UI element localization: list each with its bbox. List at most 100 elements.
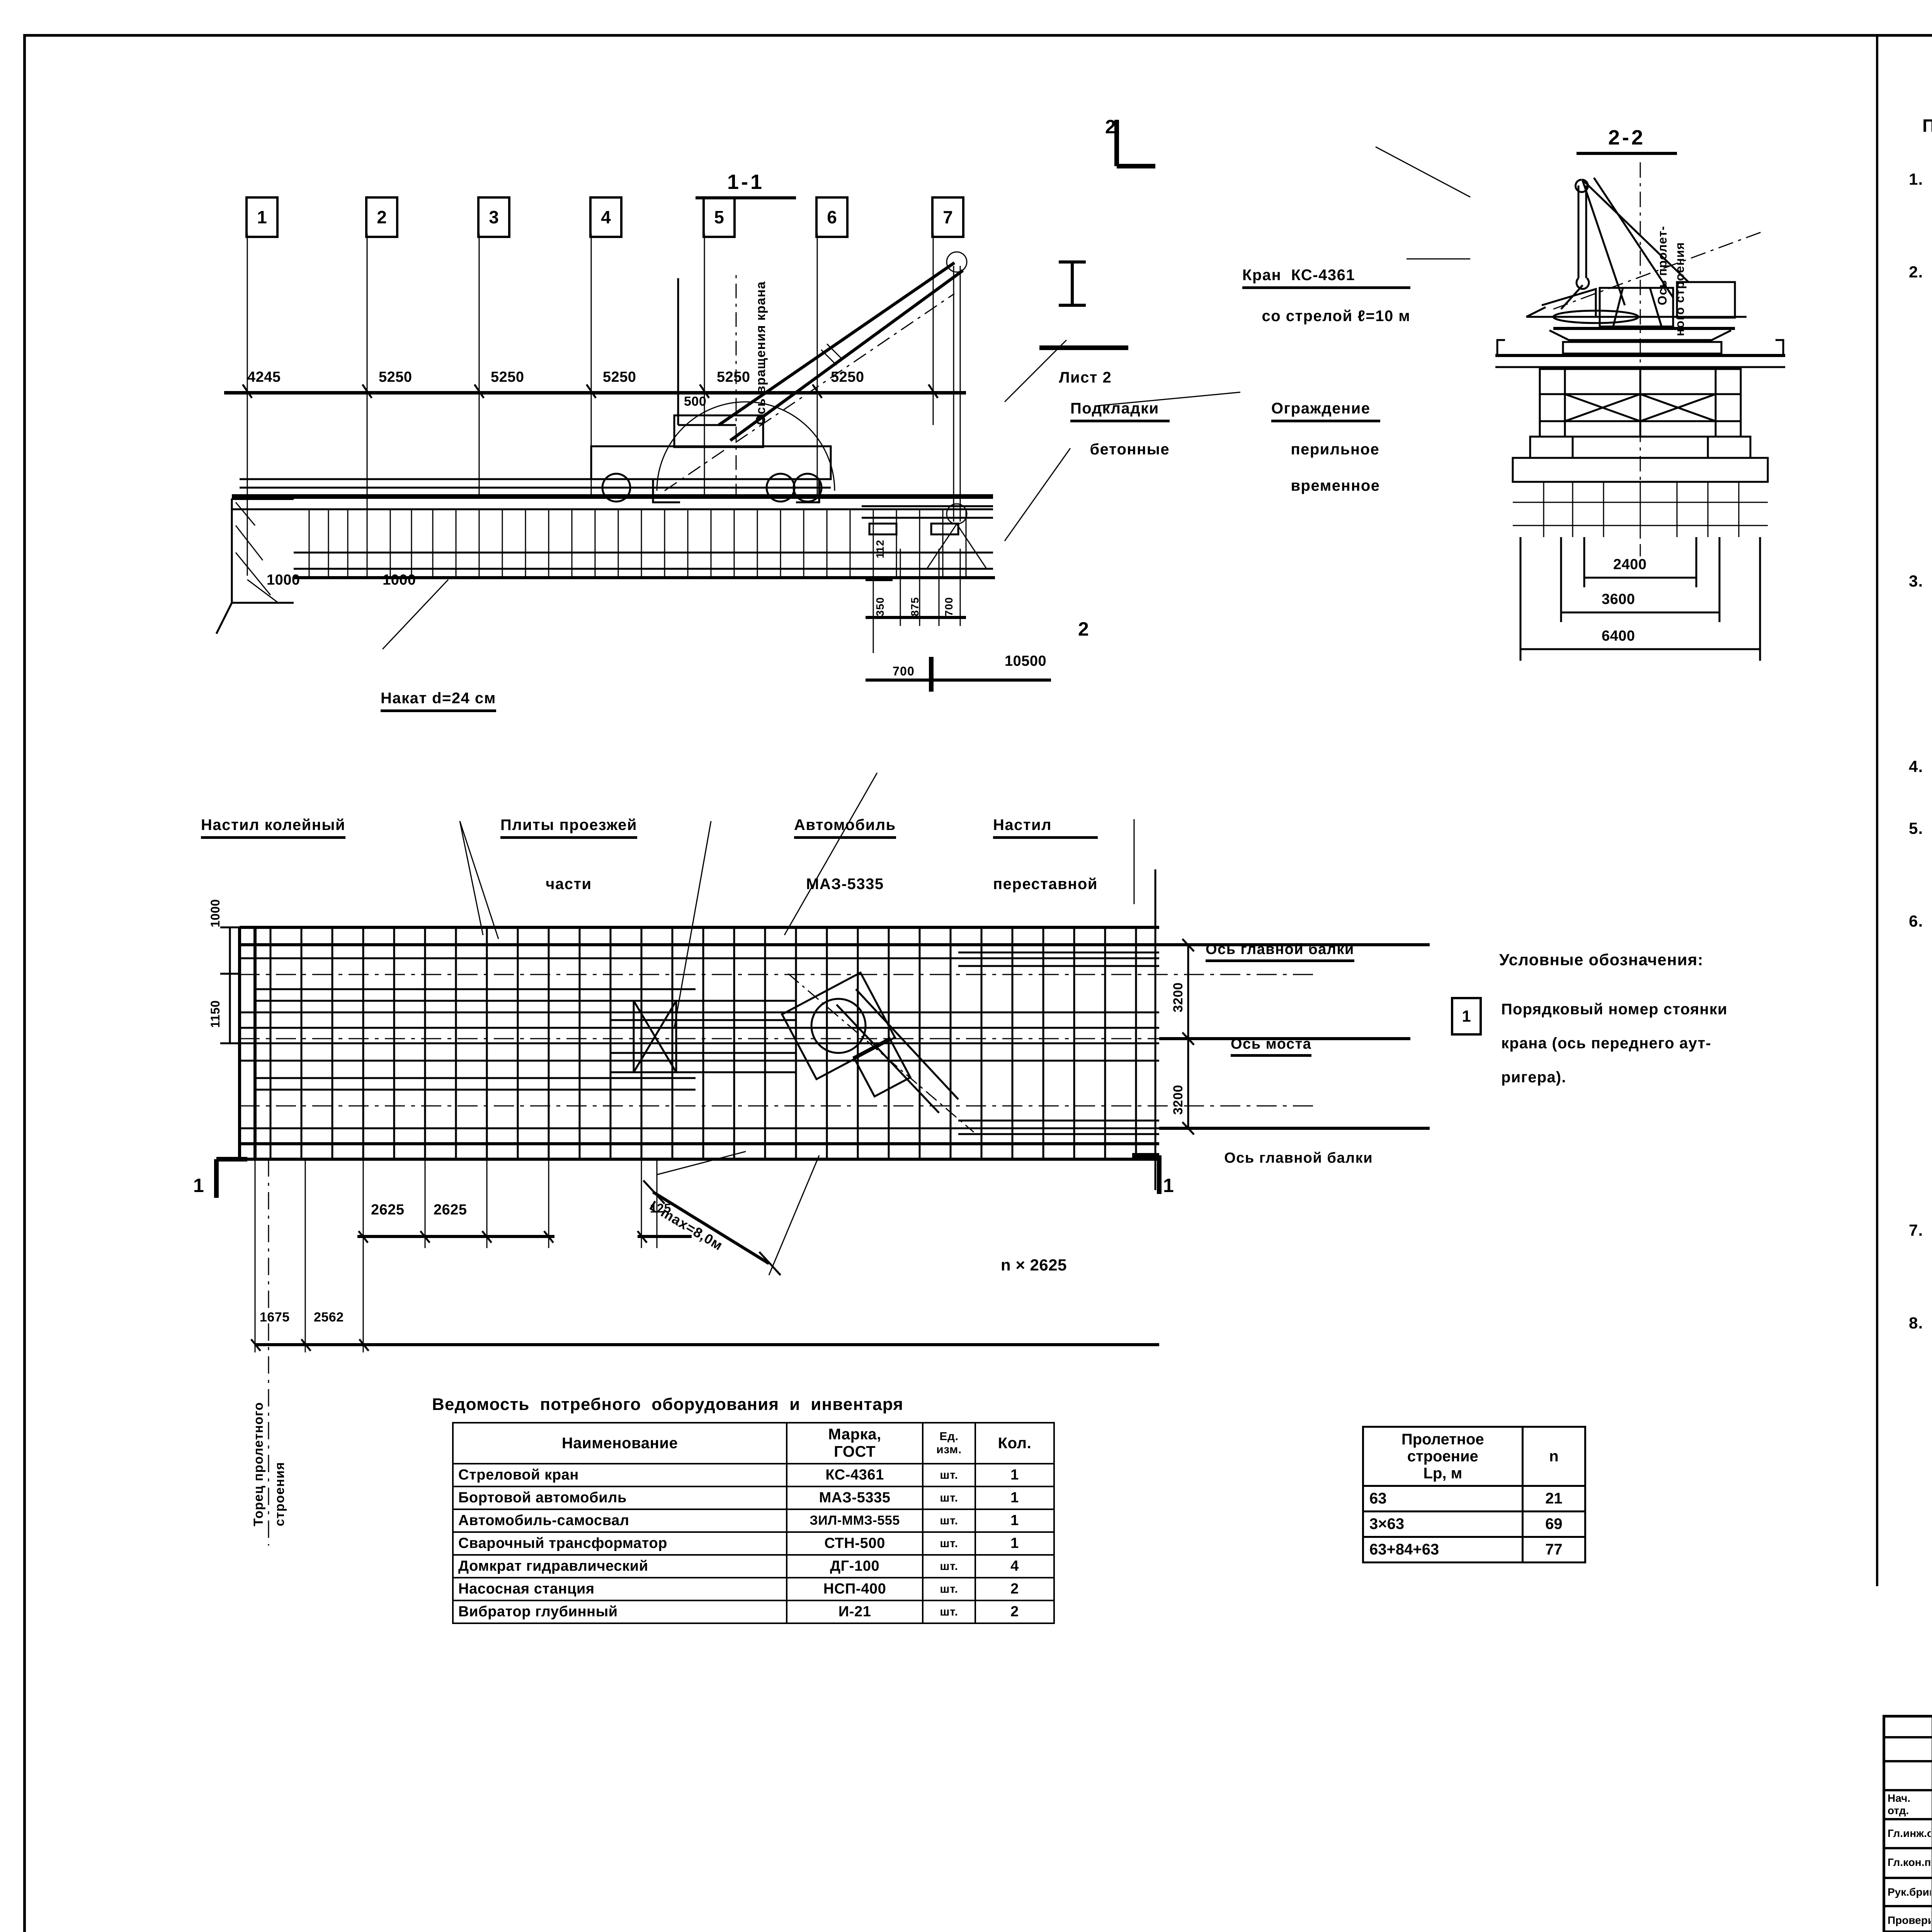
station-number-6: 6 [815,196,849,238]
legend-symbol-box: 1 [1451,997,1482,1036]
legend-title: Условные обозначения: [1499,951,1704,969]
rolling-label: Накат d=24 см [381,653,496,748]
roadway-slabs-label: Плиты проезжей части [500,816,637,893]
col-n: n [1521,1426,1587,1487]
role-0: Нач. отд. [1888,1792,1911,1816]
bridge-axis-label: Ось моста [1231,1001,1312,1092]
notes-column-divider [1876,37,1878,1586]
dim-5250-d: 5250 [717,369,750,385]
main-beam-axis-top-label: Ось главной балки [1206,906,1354,997]
i-beam-symbol [1059,260,1086,307]
dim-5250-c: 5250 [603,369,636,385]
plan-dim-125: 125 [650,1201,671,1215]
plan-n-spacing: n × 2625 [1001,1256,1067,1274]
dim-500: 500 [684,394,707,409]
track-deck-label: Настил колейный [201,780,346,875]
note-number-8: 8. [1909,1314,1923,1332]
col-span: Пролетное строение Lp, м [1362,1426,1524,1487]
note-number-4: 4. [1909,757,1923,776]
col-mark: Марка, ГОСТ [786,1422,923,1464]
dim-chain-1-1 [224,391,966,395]
dim-700-b: 700 [893,664,915,678]
span-end-label-line1: Торец пролетного [251,1402,266,1526]
role-2: Гл.кон.пр. [1888,1856,1931,1868]
station-number-1: 1 [245,196,279,238]
crane-label-line2: со стрелой ℓ=10 м [1262,307,1411,325]
railing-label: Ограждение перильное временное [1271,363,1380,514]
dim-4245: 4245 [247,369,281,385]
section-mark-2-top [1114,120,1155,168]
station-number-7: 7 [931,196,964,238]
plan-dim-3200-b: 3200 [1171,1085,1185,1115]
sheet-ref-label: Лист 2 [1039,309,1128,405]
pads-label-line1: Подкладки [1070,400,1170,422]
station-number-4: 4 [589,196,622,238]
pads-label-line2: бетонные [1090,440,1170,458]
section-mark-2-top-label: 2 [1105,116,1117,138]
dim-5250-b: 5250 [491,369,524,385]
concrete-pads-label: Подкладки бетонные [1070,363,1170,477]
plan-dim-1150: 1150 [208,1000,222,1028]
movable-deck-label: Настил переставной [993,816,1098,893]
crane-label: Кран КС-4361 со стрелой ℓ=10 м [1242,230,1411,344]
equipment-table-title: Ведомость потребного оборудования и инве… [432,1395,904,1414]
dim-1000-b: 1000 [383,572,416,588]
plan-dim-3200-a: 3200 [1171,982,1185,1012]
dim-1000-a: 1000 [267,572,300,588]
station-number-3: 3 [477,196,510,238]
role-1: Гл.инж.от. [1888,1827,1931,1839]
truck-label: Автомобиль МАЗ-5335 [794,816,896,893]
notes-title: ПОСЛЕДОВАТЕЛЬНОСТЬ И МЕТОДЫ ПРОИЗВОДСТВА… [1922,116,1932,136]
note-number-2: 2. [1909,263,1923,281]
dim-3600: 3600 [1602,591,1635,607]
railing-label-line1: Ограждение [1271,400,1380,422]
span-table-header-row: Пролетное строение Lp, м n [1362,1426,1587,1487]
dim-5250-e: 5250 [831,369,864,385]
span-end-label-line2: строения [272,1462,287,1526]
col-qty: Кол. [975,1422,1055,1464]
plan-dim-2625-a: 2625 [371,1202,405,1218]
section-mark-1-right: 1 [1163,1175,1175,1196]
plan-dim-1675: 1675 [260,1310,290,1325]
legend-text-line3: ригера). [1501,1069,1566,1086]
railing-label-line3: временное [1291,477,1380,495]
note-number-3: 3. [1909,572,1923,590]
dim-10500: 10500 [1005,653,1047,669]
railing-label-line2: перильное [1291,440,1380,458]
plan-dim-2625-b: 2625 [434,1202,467,1218]
legend-text-line1: Порядковый номер стоянки [1501,1001,1728,1018]
note-number-5: 5. [1909,819,1923,837]
note-number-6: 6. [1909,912,1923,930]
plan-dim-2562: 2562 [314,1310,344,1325]
plan-dim-1000: 1000 [208,899,222,927]
role-3: Рук.бриг. [1888,1886,1931,1898]
section-1-1-title: 1-1 [696,170,796,199]
dim-6400: 6400 [1602,628,1635,644]
note-number-1: 1. [1909,170,1923,188]
legend-text-line2: крана (ось переднего аут- [1501,1035,1711,1052]
section-2-2-title: 2-2 [1577,126,1677,155]
main-beam-axis-bottom-label: Ось главной балки [1224,1150,1373,1166]
dim-5250-a: 5250 [379,369,412,385]
note-number-7: 7. [1909,1221,1923,1239]
dim-2400: 2400 [1613,556,1647,573]
crane-label-line1: Кран КС-4361 [1242,266,1411,289]
col-name: Наименование [452,1422,788,1464]
role-4: Проверил [1888,1914,1931,1926]
equipment-table-header-row: Наименование Марка, ГОСТ Ед. изм. Кол. [452,1422,1055,1464]
station-number-5: 5 [702,196,736,238]
